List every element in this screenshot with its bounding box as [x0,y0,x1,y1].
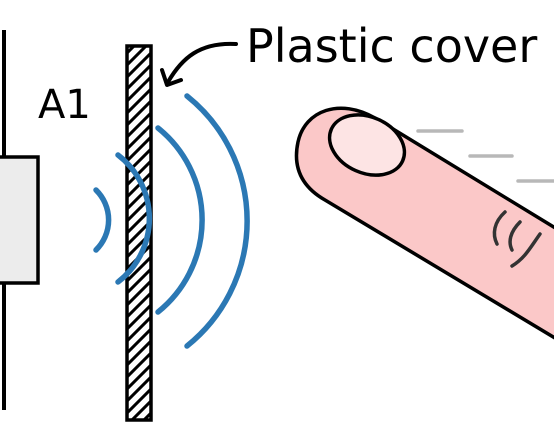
finger-knuckle-crease-2 [508,220,522,252]
finger-knuckle-crease-1 [492,210,507,246]
cover-label: Plastic cover [246,19,537,73]
field-wave-1 [93,187,112,253]
field-wave-2 [115,152,153,285]
cover-pointer-arrowhead [160,68,183,87]
field-waves [93,93,250,349]
sensor-electrode [0,155,40,285]
fingernail [327,113,407,177]
motion-lines [416,129,554,183]
sensor-label: A1 [38,82,91,128]
cover-pointer-arrow [166,41,238,84]
field-wave-4 [184,93,250,349]
finger-knuckle-crease-3 [510,232,542,268]
finger [294,106,554,340]
field-wave-3 [155,125,205,315]
